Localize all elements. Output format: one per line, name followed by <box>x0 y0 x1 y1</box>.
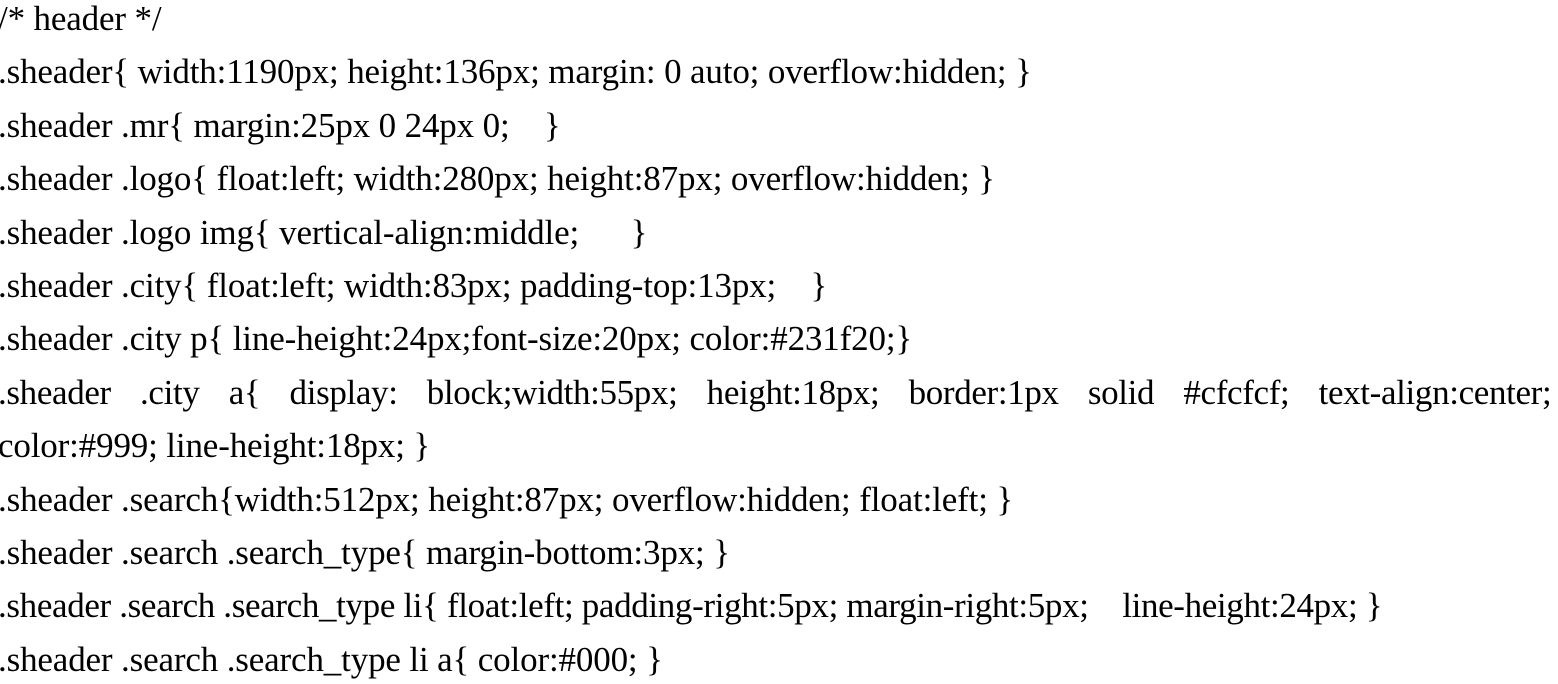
code-line-sheader-city-a-cont: color:#999; line-height:18px; } <box>0 426 431 466</box>
code-line-comment: /* header */ <box>0 0 162 38</box>
code-line-sheader-city-a: .sheader .city a{ display: block;width:5… <box>0 372 1552 412</box>
code-line-sheader-search-type-li-a: .sheader .search .search_type li a{ colo… <box>0 639 663 679</box>
code-line-sheader-city-p: .sheader .city p{ line-height:24px;font-… <box>0 319 913 359</box>
code-line-sheader-mr: .sheader .mr{ margin:25px 0 24px 0; } <box>0 105 561 145</box>
code-line-sheader: .sheader{ width:1190px; height:136px; ma… <box>0 52 1032 92</box>
code-line-sheader-search-type: .sheader .search .search_type{ margin-bo… <box>0 532 730 572</box>
code-line-sheader-search-type-li: .sheader .search .search_type li{ float:… <box>0 586 1383 626</box>
code-line-sheader-logo-img: .sheader .logo img{ vertical-align:middl… <box>0 212 648 252</box>
code-line-sheader-city: .sheader .city{ float:left; width:83px; … <box>0 265 828 305</box>
code-line-sheader-logo: .sheader .logo{ float:left; width:280px;… <box>0 159 995 199</box>
code-line-sheader-search: .sheader .search{width:512px; height:87p… <box>0 479 1014 519</box>
